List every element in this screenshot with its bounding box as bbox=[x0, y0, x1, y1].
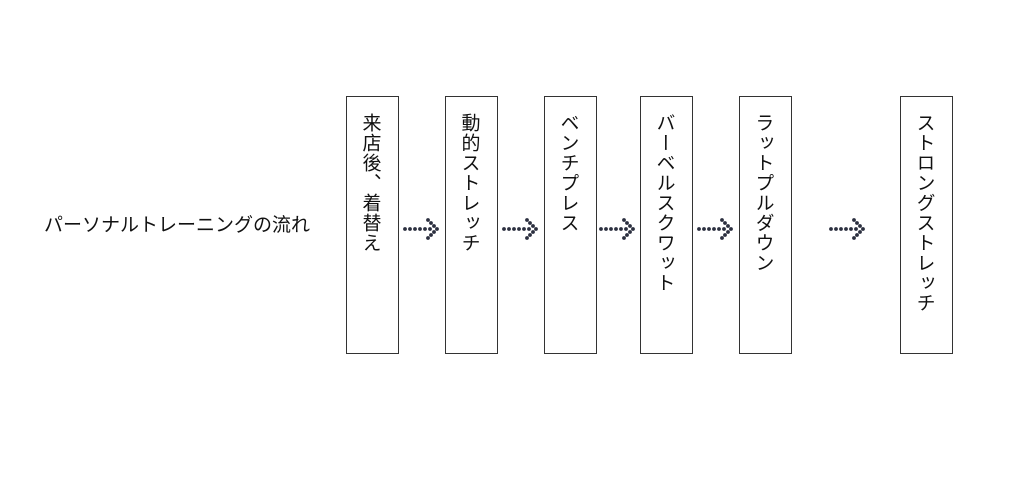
step-box-6: ストロングストレッチ bbox=[900, 96, 953, 354]
step-label: ベンチプレス bbox=[557, 113, 580, 233]
step-label: ラットプルダウン bbox=[752, 113, 775, 273]
flow-title: パーソナルトレーニングの流れ bbox=[44, 214, 311, 236]
step-box-3: ベンチプレス bbox=[544, 96, 597, 354]
step-label: バーベルスクワット bbox=[653, 113, 676, 293]
step-box-4: バーベルスクワット bbox=[640, 96, 693, 354]
step-label: ストロングストレッチ bbox=[913, 113, 936, 313]
dotted-arrow-right-icon bbox=[502, 218, 538, 240]
dotted-arrow-right-icon bbox=[403, 218, 439, 240]
step-box-5: ラットプルダウン bbox=[739, 96, 792, 354]
dotted-arrow-right-icon bbox=[697, 218, 733, 240]
dotted-arrow-right-icon bbox=[599, 218, 635, 240]
step-box-2: 動的ストレッチ bbox=[445, 96, 498, 354]
step-label: 来店後、着替え bbox=[359, 113, 382, 253]
step-label: 動的ストレッチ bbox=[458, 113, 481, 253]
step-box-1: 来店後、着替え bbox=[346, 96, 399, 354]
dotted-arrow-right-icon bbox=[829, 218, 865, 240]
